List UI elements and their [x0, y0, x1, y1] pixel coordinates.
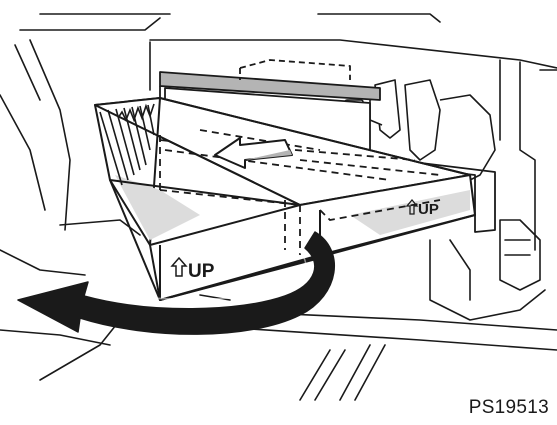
filter-side-label: UP	[405, 198, 439, 218]
arrow-up-icon	[170, 256, 188, 277]
filter-pleats	[99, 103, 155, 186]
side-up-text: UP	[418, 201, 439, 218]
filter-front-label: UP	[170, 256, 215, 282]
hidden-edges	[159, 129, 441, 255]
housing-outline	[0, 13, 557, 401]
curved-arrow-icon	[17, 231, 336, 335]
figure-reference-code: PS19513	[468, 397, 549, 418]
arrow-left-icon	[214, 137, 293, 169]
front-up-text: UP	[188, 261, 215, 282]
arrow-up-icon	[405, 198, 419, 215]
